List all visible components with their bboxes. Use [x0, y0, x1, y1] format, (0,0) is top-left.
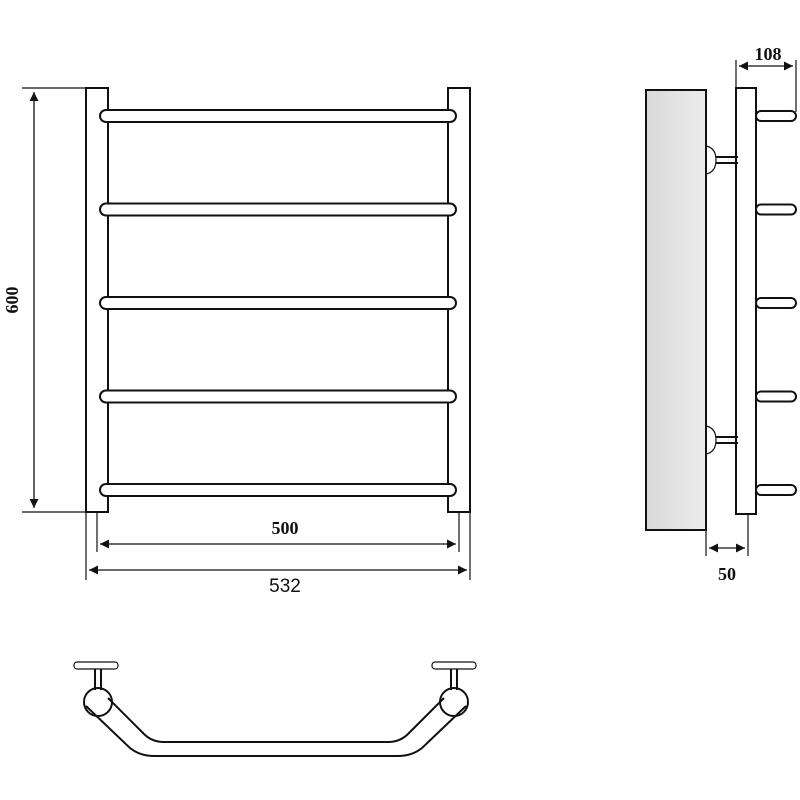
side-rungs: [755, 110, 797, 496]
side-rung-5: [755, 484, 797, 496]
top-u-bar-inner: [107, 697, 445, 743]
height-dimension: 600: [2, 87, 86, 513]
wall: [645, 89, 707, 531]
top-left-mount: [73, 661, 119, 717]
side-post: [735, 87, 757, 515]
inner-width-label: 500: [272, 518, 299, 538]
front-rung-5: [99, 483, 457, 497]
front-rung-1: [99, 109, 457, 123]
side-rung-3: [755, 297, 797, 309]
outer-width-dimension: 532: [85, 512, 471, 597]
front-rungs: [99, 109, 457, 497]
top-right-mount: [431, 661, 477, 717]
top-u-bar-outer: [85, 705, 467, 757]
front-view: 600 500 532: [2, 87, 471, 597]
wall-bracket-top: [705, 145, 738, 175]
height-label: 600: [2, 287, 22, 314]
side-view: 108 50: [645, 44, 797, 584]
rung-depth-label: 108: [755, 44, 782, 64]
rung-depth-dimension: 108: [735, 44, 797, 112]
side-rung-2: [755, 203, 797, 216]
front-rung-4: [99, 389, 457, 404]
inner-width-dimension: 500: [96, 512, 460, 552]
front-rung-2: [99, 202, 457, 217]
top-view: [73, 661, 477, 757]
wall-depth-label: 50: [718, 564, 736, 584]
outer-width-label: 532: [269, 576, 301, 597]
side-rung-4: [755, 390, 797, 403]
side-rung-1: [755, 110, 797, 122]
wall-depth-dimension: 50: [705, 514, 749, 584]
wall-bracket-bottom: [705, 425, 738, 455]
front-rung-3: [99, 296, 457, 310]
